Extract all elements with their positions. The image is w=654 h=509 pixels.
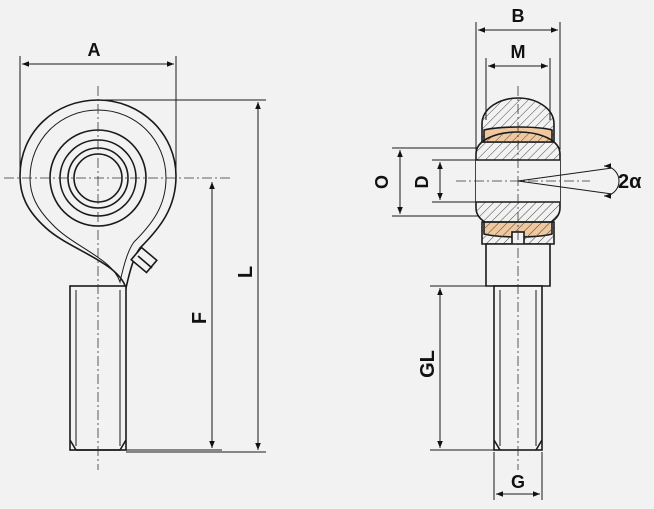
section-center-lines <box>456 86 590 470</box>
label-D: D <box>412 176 432 189</box>
front-view <box>19 99 177 451</box>
label-GL: GL <box>417 350 439 378</box>
dim-G <box>493 452 543 500</box>
label-O: O <box>372 175 392 189</box>
grease-nipple <box>130 246 158 274</box>
label-M: M <box>511 42 526 62</box>
threaded-shank <box>69 285 127 451</box>
label-B: B <box>512 6 525 26</box>
dim-2alpha <box>517 163 620 199</box>
front-center-lines <box>4 86 230 470</box>
dim-M <box>485 58 551 120</box>
dim-A <box>19 56 177 176</box>
dim-B <box>475 22 561 150</box>
label-L: L <box>235 266 257 278</box>
dim-GL <box>430 285 494 451</box>
neck <box>485 243 551 287</box>
label-A: A <box>88 40 101 60</box>
label-G: G <box>511 472 525 492</box>
label-2alpha: 2α <box>618 171 642 193</box>
dim-F <box>126 182 222 451</box>
dim-O <box>392 147 478 217</box>
dim-D <box>432 159 476 203</box>
label-F: F <box>189 312 211 324</box>
dim-L <box>98 99 266 453</box>
